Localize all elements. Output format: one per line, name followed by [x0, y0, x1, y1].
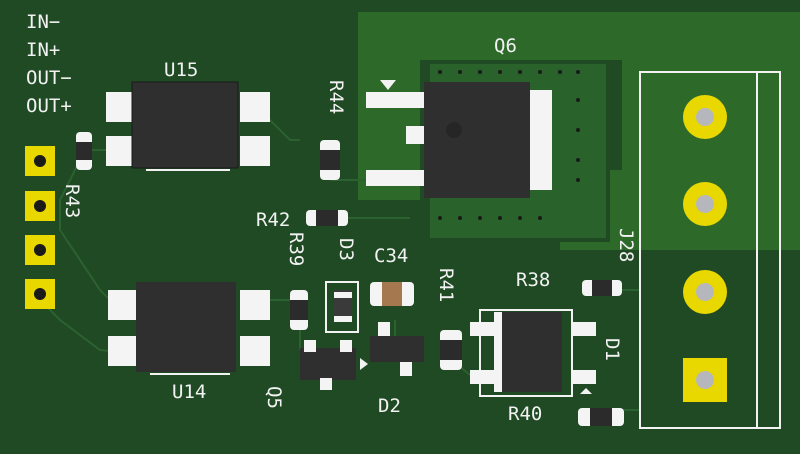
transistor-q5: Q5 [263, 340, 356, 409]
label-in-plus: IN+ [26, 39, 60, 61]
ref-r41: R41 [435, 268, 457, 302]
ref-q6: Q6 [494, 35, 517, 57]
ref-d2: D2 [378, 395, 401, 417]
capacitor-c34: C34 [370, 245, 414, 306]
resistor-r38: R38 [516, 269, 622, 296]
diode-d2: D2 [360, 322, 424, 417]
ref-d1: D1 [601, 338, 623, 361]
ref-c34: C34 [374, 245, 408, 267]
ref-r44: R44 [325, 80, 347, 114]
ref-r43: R43 [61, 184, 83, 218]
ic-u15: U15 [106, 59, 270, 171]
label-in-minus: IN− [26, 11, 60, 33]
ref-u14: U14 [172, 381, 206, 403]
mosfet-q6: Q6 [366, 35, 580, 220]
ref-j28: J28 [615, 228, 637, 262]
ref-r42: R42 [256, 209, 290, 231]
resistor-r42: R42 [256, 209, 348, 231]
diode-d1: D1 [578, 338, 624, 426]
diode-d3: D3 [325, 238, 359, 333]
ref-d3: D3 [335, 238, 357, 261]
terminal-j28: J28 [615, 71, 781, 429]
resistor-r39: R39 [285, 232, 308, 330]
header-labels: IN− IN+ OUT− OUT+ [26, 11, 72, 117]
ref-q5: Q5 [263, 386, 285, 409]
label-out-plus: OUT+ [26, 95, 72, 117]
resistor-r41: R41 [435, 268, 462, 370]
ref-r38: R38 [516, 269, 550, 291]
pin-header [25, 146, 55, 309]
resistor-r43: R43 [61, 132, 92, 218]
ref-r39: R39 [285, 232, 307, 266]
component-r40: R40 [470, 309, 596, 425]
ref-u15: U15 [164, 59, 198, 81]
label-out-minus: OUT− [26, 67, 72, 89]
resistor-r44: R44 [320, 80, 347, 180]
ref-r40: R40 [508, 403, 542, 425]
ic-u14: U14 [108, 282, 270, 403]
